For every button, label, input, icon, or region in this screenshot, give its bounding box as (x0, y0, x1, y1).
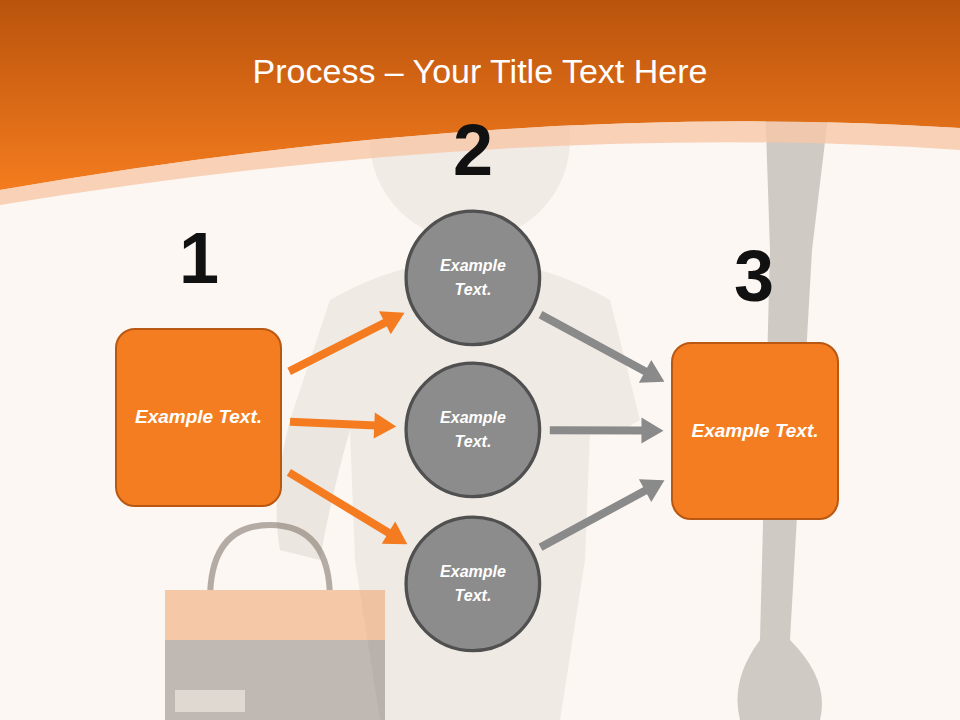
process-box: Example Text. (115, 328, 282, 507)
arrow-head (639, 479, 665, 502)
flow-arrow (541, 479, 665, 547)
node-text: Example Text. (422, 560, 524, 608)
arrow-shaft (541, 490, 647, 548)
process-circle: Example Text. (404, 515, 542, 653)
flow-arrow (289, 472, 407, 544)
arrow-shaft (550, 426, 644, 434)
arrow-head (639, 360, 665, 383)
flow-arrow (289, 311, 404, 371)
flow-arrow (550, 418, 664, 444)
circle-outline (404, 209, 542, 347)
flow-arrow (541, 315, 665, 383)
circle-outline (404, 361, 542, 499)
header-band (0, 0, 960, 190)
arrow-head (382, 522, 408, 545)
node-text: Example Text. (422, 254, 524, 302)
callout-number: 2 (453, 114, 493, 186)
node-text: Example Text. (422, 406, 524, 454)
arrow-head (374, 413, 397, 439)
node-text: Example Text. (691, 417, 818, 446)
process-circle: Example Text. (404, 209, 542, 347)
node-text: Example Text. (135, 403, 262, 432)
toolbox (165, 525, 385, 720)
callout-number: 3 (734, 240, 774, 312)
circle-outline (404, 515, 542, 653)
slide-title: Process – Your Title Text Here (0, 52, 960, 91)
arrow-shaft (541, 315, 647, 373)
process-box: Example Text. (671, 342, 838, 520)
arrow-shaft (289, 322, 386, 372)
process-circle: Example Text. (404, 361, 542, 499)
flow-arrow (290, 413, 396, 439)
arrow-shaft (290, 422, 376, 426)
arrow-head (379, 311, 405, 334)
arrow-shaft (289, 472, 390, 533)
callout-number: 1 (179, 222, 219, 294)
arrow-head (641, 418, 663, 444)
